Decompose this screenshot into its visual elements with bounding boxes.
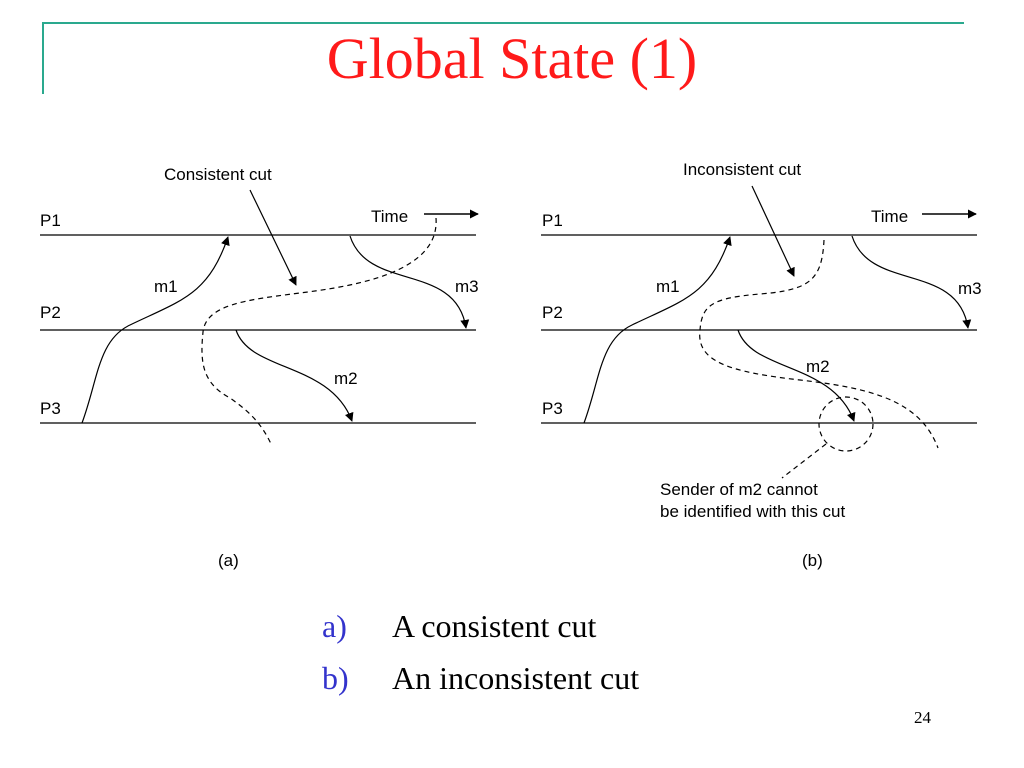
message-m3-b [851,235,972,329]
bullet-text: An inconsistent cut [392,660,640,696]
slide-title: Global State (1) [326,26,698,91]
inconsistent-cut-line [699,239,939,449]
bullet-marker: a) [322,608,347,644]
process-label-p1-a: P1 [40,211,61,230]
consistent-cut-line [201,217,437,447]
caption-b: (b) [802,551,823,570]
left-rule [42,22,44,94]
message-label-m2-a: m2 [334,369,358,388]
message-label-m3-b: m3 [958,279,982,298]
caption-a: (a) [218,551,239,570]
message-label-m2-b: m2 [806,357,830,376]
page-number: 24 [914,708,931,727]
message-m1-b [583,236,732,424]
bullet-item: b) An inconsistent cut [322,660,639,712]
note-line-1: Sender of m2 cannot [660,480,818,499]
bullet-item: a) A consistent cut [322,608,639,660]
diagram-b: P1 P2 P3 Time Inconsistent cut m1 m2 m3 … [541,160,982,570]
bullet-text: A consistent cut [392,608,597,644]
time-label-b: Time [871,207,908,226]
process-label-p2-b: P2 [542,303,563,322]
process-label-p1-b: P1 [542,211,563,230]
note-line-2: be identified with this cut [660,502,845,521]
highlight-circle [818,396,874,452]
message-m2-b [737,329,856,422]
message-m1-a [81,236,230,424]
diagram-a: P1 P2 P3 Time Consistent cut m1 m2 m3 (a… [40,165,479,570]
process-label-p3-b: P3 [542,399,563,418]
process-label-p2-a: P2 [40,303,61,322]
process-label-p3-a: P3 [40,399,61,418]
message-label-m3-a: m3 [455,277,479,296]
note-connector [781,443,827,479]
message-label-m1-a: m1 [154,277,178,296]
bullet-marker: b) [322,660,349,696]
time-label-a: Time [371,207,408,226]
message-m2-a [235,329,354,422]
bullet-list: a) A consistent cut b) An inconsistent c… [322,608,639,712]
cut-pointer-b [751,185,795,277]
top-rule [42,22,964,24]
cut-pointer-a [249,189,297,286]
cut-label-a: Consistent cut [164,165,272,184]
cut-label-b: Inconsistent cut [683,160,801,179]
message-m3-a [349,235,470,329]
message-label-m1-b: m1 [656,277,680,296]
